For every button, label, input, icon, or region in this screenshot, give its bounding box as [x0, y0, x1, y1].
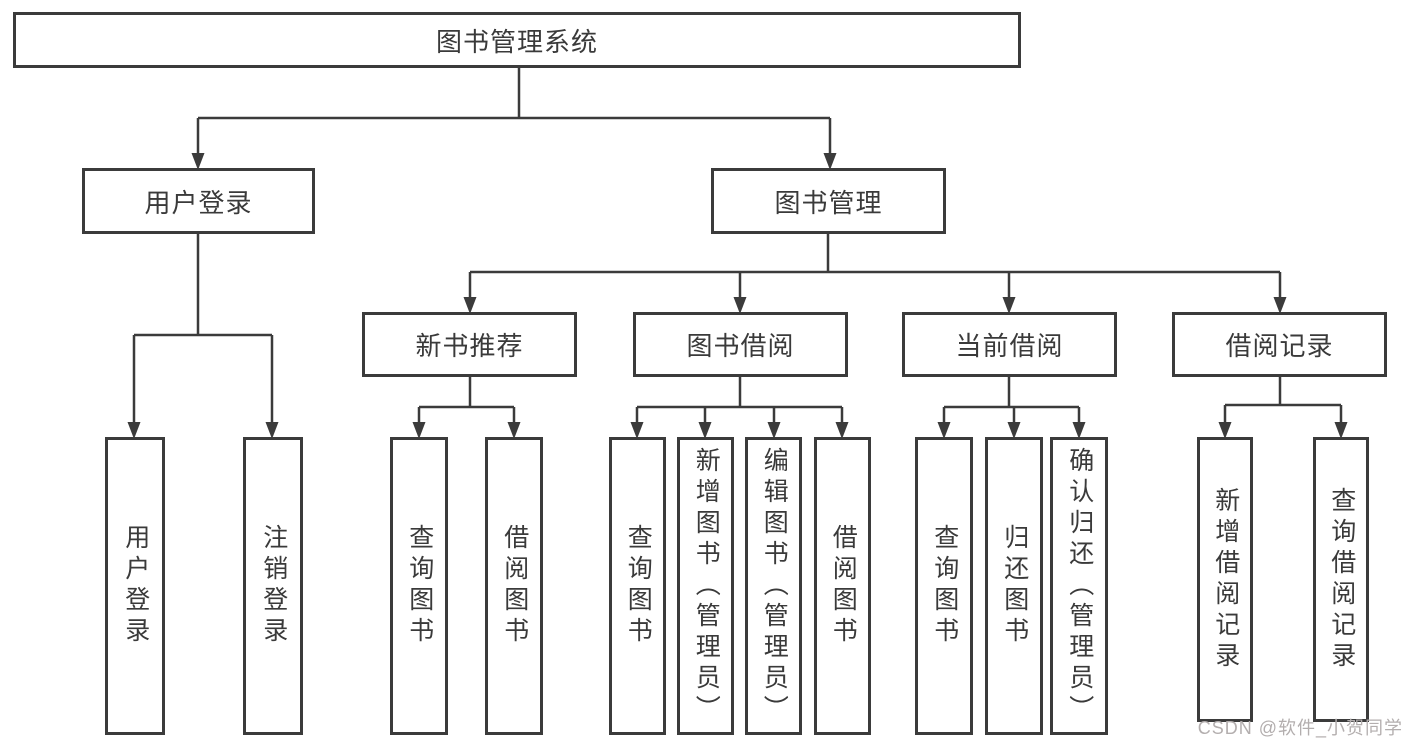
node-label: 查询借阅记录	[1327, 486, 1356, 673]
node-label: 查询图书	[930, 524, 959, 648]
node-borrow-record: 借阅记录	[1172, 312, 1387, 377]
leaf-query-books: 查询图书	[915, 437, 973, 735]
node-label: 图书借阅	[686, 331, 795, 361]
leaf-query-books: 查询图书	[609, 437, 666, 735]
node-library-management-system: 图书管理系统	[13, 12, 1021, 68]
node-label: 借阅记录	[1225, 331, 1334, 361]
leaf-add-borrow-record: 新增借阅记录	[1197, 437, 1253, 722]
connector-book-borrow-to-leaves	[635, 377, 844, 427]
node-label: 图书管理	[774, 187, 883, 218]
connector-book-management-to-level3	[468, 234, 1282, 302]
node-label: 注销登录	[259, 524, 288, 648]
node-label: 借阅图书	[829, 524, 858, 648]
node-book-borrow: 图书借阅	[633, 312, 848, 377]
node-label: 查询图书	[624, 524, 653, 648]
leaf-borrow-books: 借阅图书	[485, 437, 543, 735]
leaf-confirm-return-admin: 确认归还（管理员）	[1050, 437, 1108, 735]
connector-root-to-level2	[196, 68, 832, 158]
node-user-login: 用户登录	[82, 168, 315, 234]
node-label: 新增图书（管理员）	[692, 446, 721, 726]
leaf-query-borrow-record: 查询借阅记录	[1313, 437, 1369, 722]
node-label: 借阅图书	[500, 524, 529, 648]
node-current-borrow: 当前借阅	[902, 312, 1117, 377]
connector-borrow-record-to-leaves	[1223, 377, 1343, 427]
node-label: 新书推荐	[415, 331, 524, 361]
leaf-logout: 注销登录	[243, 437, 303, 735]
node-label: 查询图书	[405, 524, 434, 648]
node-label: 新增借阅记录	[1211, 486, 1240, 673]
connector-new-book-to-leaves	[417, 377, 516, 427]
arrowheads	[127, 153, 1348, 439]
csdn-watermark: CSDN @软件_小贺同学	[1197, 718, 1403, 738]
leaf-query-books: 查询图书	[390, 437, 448, 735]
leaf-user-login: 用户登录	[105, 437, 165, 735]
connector-user-login-to-leaves	[132, 234, 274, 427]
node-label: 当前借阅	[955, 331, 1064, 361]
node-new-book-recommend: 新书推荐	[362, 312, 577, 377]
node-label: 编辑图书（管理员）	[760, 446, 789, 726]
leaf-borrow-books: 借阅图书	[814, 437, 871, 735]
node-label: 归还图书	[1000, 524, 1029, 648]
leaf-return-books: 归还图书	[985, 437, 1043, 735]
node-label: 确认归还（管理员）	[1065, 446, 1094, 726]
node-label: 用户登录	[144, 187, 253, 218]
node-book-management: 图书管理	[711, 168, 946, 234]
node-label: 用户登录	[121, 524, 150, 648]
leaf-add-books-admin: 新增图书（管理员）	[677, 437, 734, 735]
leaf-edit-books-admin: 编辑图书（管理员）	[745, 437, 802, 735]
connector-current-borrow-to-leaves	[942, 377, 1081, 427]
node-label: 图书管理系统	[435, 26, 598, 57]
